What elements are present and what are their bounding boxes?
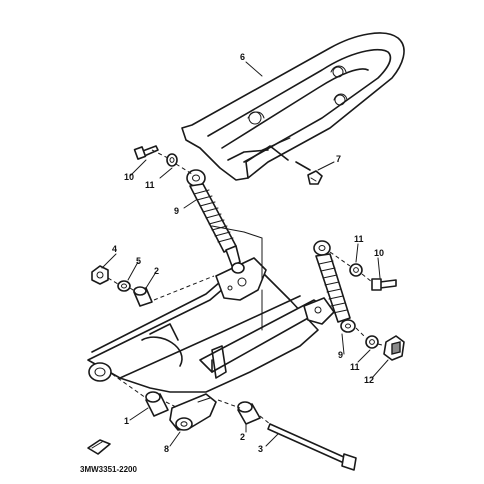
callout-5: 5: [136, 256, 141, 266]
shock-absorber-right: [313, 240, 356, 333]
callout-3: 3: [258, 444, 263, 454]
callout-10-left: 10: [124, 172, 134, 182]
callout-11-right-upper: 11: [354, 234, 364, 244]
bushing-1: [145, 391, 169, 417]
callout-2-upper: 2: [154, 266, 159, 276]
callout-12: 12: [364, 375, 374, 385]
washer-11-left: [166, 153, 178, 167]
chain-case: [181, 32, 405, 181]
callout-9-left: 9: [174, 206, 179, 216]
bolt-10-right: [371, 278, 397, 291]
callout-10-right: 10: [374, 248, 384, 258]
callout-11-left: 11: [145, 180, 155, 190]
assembly-center-lines: [107, 149, 387, 425]
nut-4: [91, 265, 109, 285]
shock-absorber-left: [186, 169, 245, 274]
cap-nut-12: [383, 335, 405, 361]
pivot-shaft-3: [267, 423, 357, 471]
bolt-7: [295, 161, 323, 185]
callout-8: 8: [164, 444, 169, 454]
front-arrow-icon: [87, 439, 111, 455]
callout-6: 6: [240, 52, 245, 62]
bushing-2-upper: [133, 286, 153, 307]
chain-adjuster-8: [169, 393, 217, 431]
callout-2-lower: 2: [240, 432, 245, 442]
callout-9-right: 9: [338, 350, 343, 360]
callout-7: 7: [336, 154, 341, 164]
washer-5: [117, 280, 131, 292]
bolt-10-left: [133, 145, 159, 160]
callout-leaders: [101, 61, 389, 447]
washer-11-right-upper: [349, 263, 363, 277]
swingarm: [87, 257, 335, 393]
bushing-2-lower: [237, 401, 261, 425]
callout-1: 1: [124, 416, 129, 426]
callout-4: 4: [112, 244, 117, 254]
callout-11-right-lower: 11: [350, 362, 360, 372]
diagram-code: 3MW3351-2200: [80, 465, 137, 474]
washer-11-right-lower: [365, 335, 379, 349]
